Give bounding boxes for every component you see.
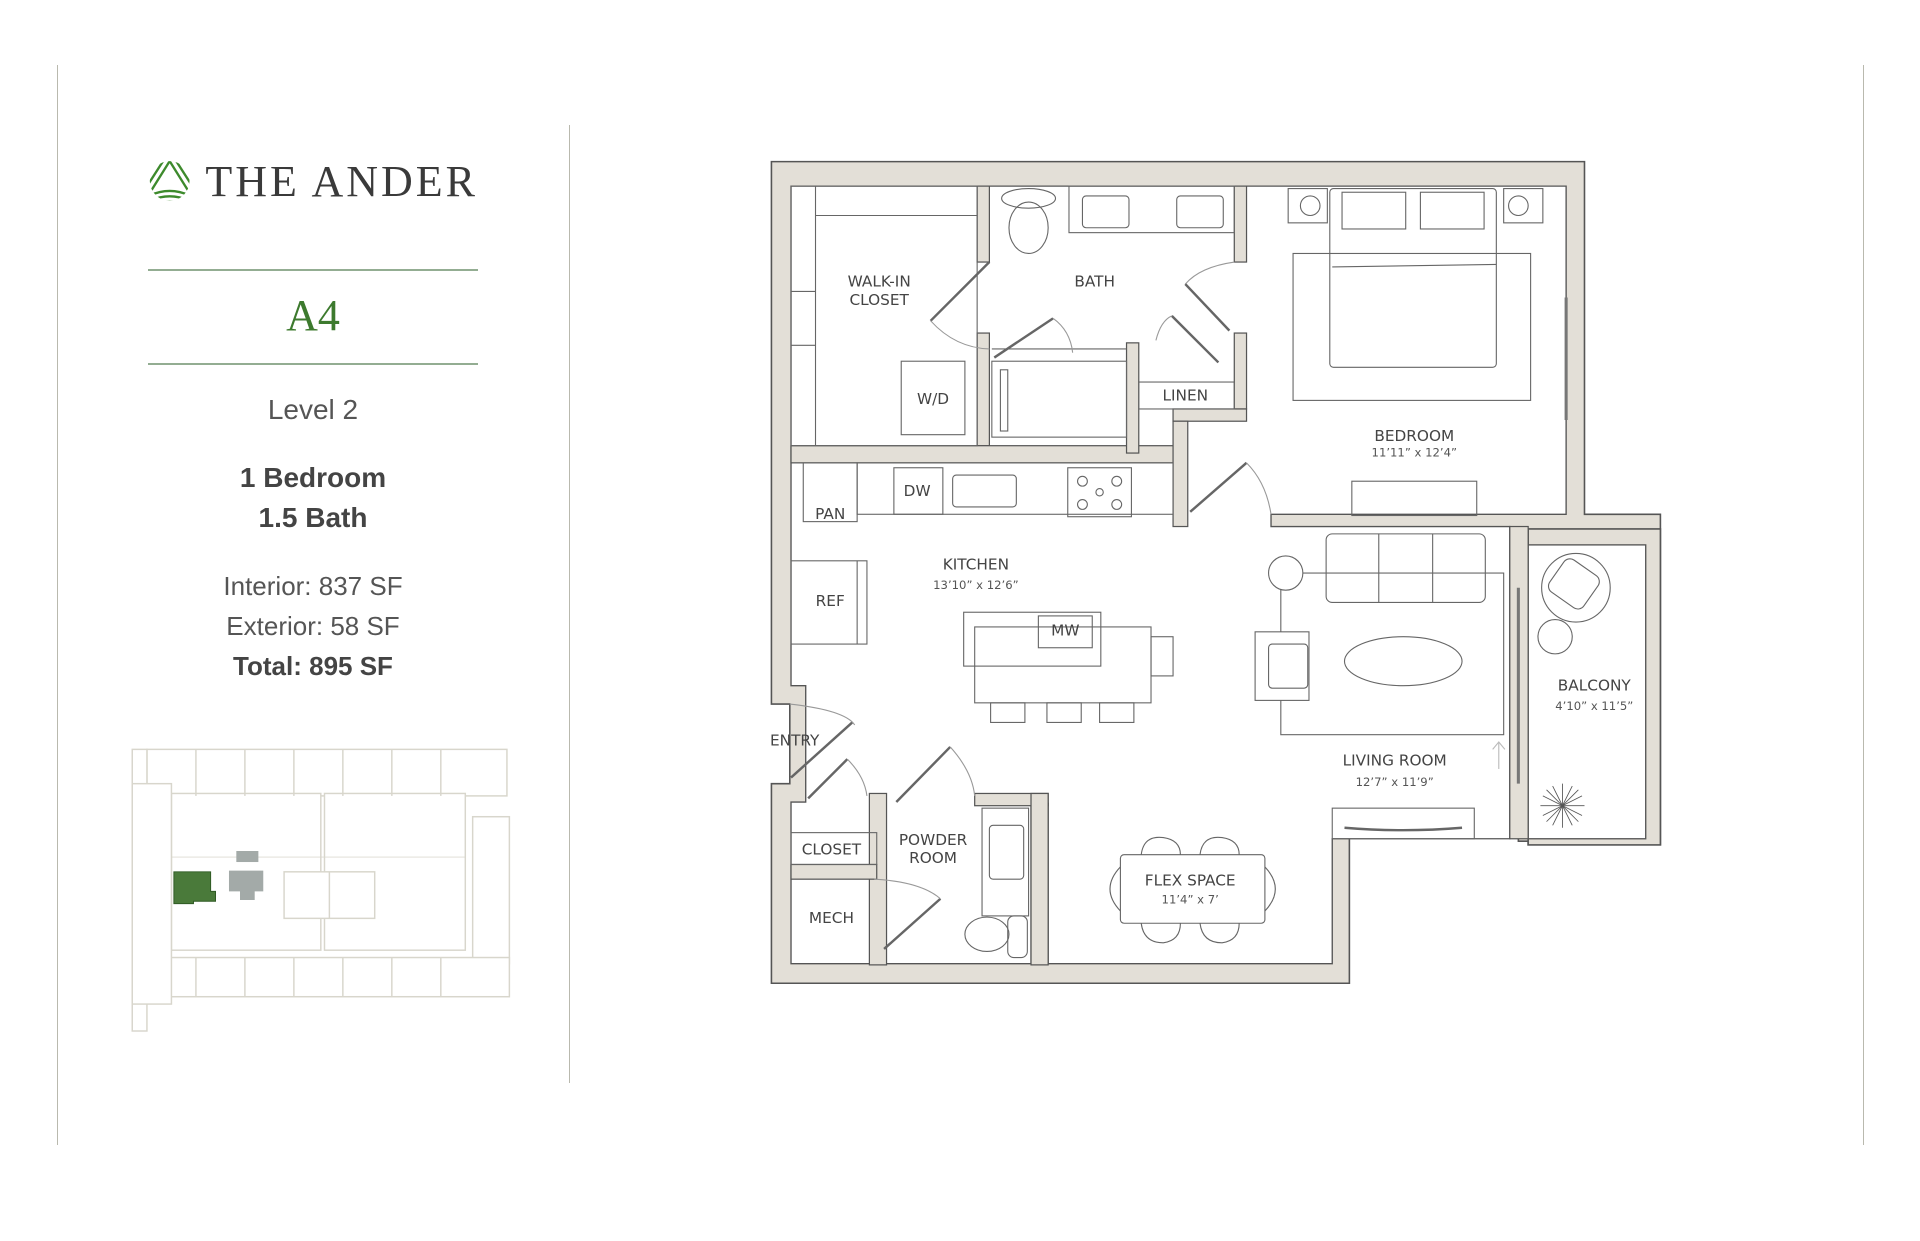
room-dims-living: 12’7” x 11’9” (1356, 775, 1434, 789)
room-dims-flex: 11’4” x 7’ (1162, 893, 1219, 907)
left-border (57, 65, 58, 1145)
interior-area: Interior: 837 SF (223, 571, 403, 601)
divider-bottom (148, 363, 478, 365)
room-label-linen: LINEN (1163, 386, 1209, 404)
room-dims-bedroom: 11’11” x 12’4” (1372, 446, 1457, 460)
panel-separator (569, 125, 570, 1083)
room-label-powder-2: ROOM (909, 849, 957, 867)
room-dims-kitchen: 13’10” x 12’6” (933, 578, 1018, 592)
room-label-kitchen: KITCHEN (943, 555, 1009, 573)
room-label-powder: POWDER (899, 831, 968, 849)
exterior-area: Exterior: 58 SF (226, 611, 400, 641)
bath-count: 1.5 Bath (258, 502, 368, 533)
room-label-entry: ENTRY (770, 732, 820, 750)
appliance-label-dw: DW (904, 482, 931, 500)
unit-code: A4 (286, 291, 340, 340)
room-label-bedroom: BEDROOM (1374, 427, 1454, 445)
bedroom-count: 1 Bedroom (239, 462, 387, 493)
appliance-label-mw: MW (1051, 621, 1079, 639)
room-label-balcony: BALCONY (1558, 677, 1632, 695)
room-label-walk-in-2: CLOSET (849, 291, 909, 309)
total-area: Total: 895 SF (233, 651, 393, 681)
divider-top (148, 269, 478, 271)
appliance-label-ref: REF (816, 592, 845, 610)
room-label-closet: CLOSET (802, 841, 862, 859)
room-label-flex: FLEX SPACE (1145, 871, 1236, 889)
room-dims-balcony: 4’10” x 11’5” (1555, 699, 1633, 713)
right-border (1863, 65, 1864, 1145)
room-label-walk-in: WALK-IN (848, 273, 911, 291)
appliance-label-wd: W/D (917, 390, 949, 408)
unit-bed-bath: 1 Bedroom 1.5 Bath (148, 458, 478, 538)
room-label-mech: MECH (809, 909, 854, 927)
appliance-label-pan: PAN (815, 505, 845, 523)
room-label-living: LIVING ROOM (1343, 751, 1447, 769)
brand-header: THE ANDER (148, 154, 478, 208)
unit-level: Level 2 (267, 394, 359, 425)
unit-area: Interior: 837 SF Exterior: 58 SF Total: … (148, 566, 478, 686)
room-label-bath: BATH (1074, 273, 1115, 291)
highlighted-unit (173, 871, 216, 905)
brand-name: THE ANDER (205, 156, 478, 206)
leaf-globe-logo-icon (149, 161, 190, 201)
